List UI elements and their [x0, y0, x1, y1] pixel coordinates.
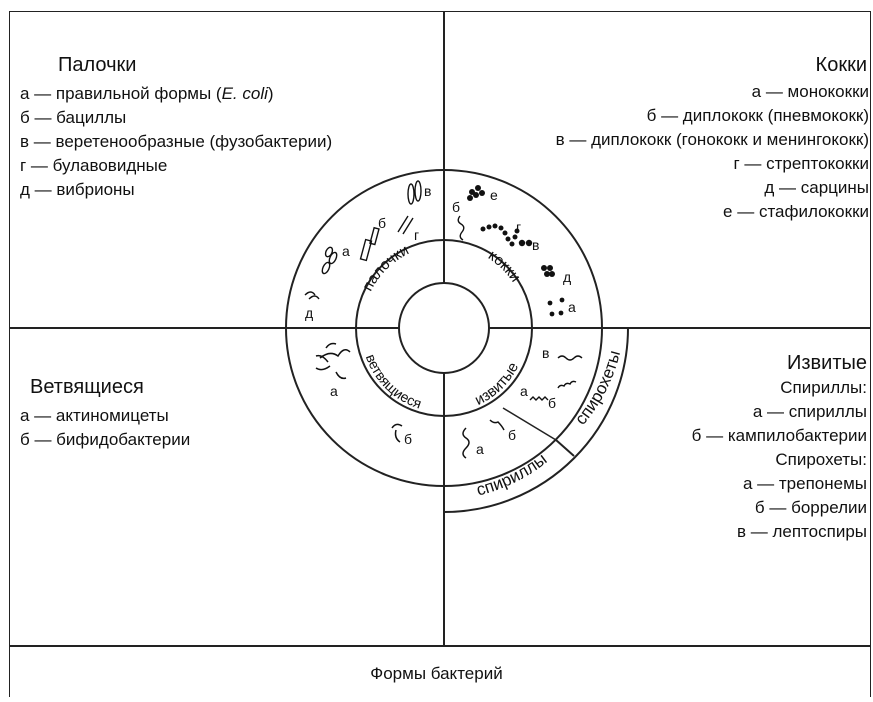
spiral-band-separator	[556, 440, 574, 456]
svg-text:в: в	[542, 345, 549, 361]
wheel-label-convoluted: извитые	[472, 360, 522, 409]
wheel-label-cocci: кокки	[485, 247, 524, 285]
center-circle	[399, 283, 489, 373]
svg-text:б: б	[508, 427, 516, 443]
spirochete-letters: а б в	[520, 345, 556, 411]
svg-text:а: а	[520, 383, 528, 399]
svg-text:а: а	[330, 383, 338, 399]
cocci-diplococcus-drawing	[458, 216, 464, 240]
svg-text:д: д	[305, 305, 313, 321]
svg-text:б: б	[548, 395, 556, 411]
svg-text:б: б	[404, 431, 412, 447]
wheel-label-rods: палочки	[359, 242, 412, 294]
svg-text:г: г	[516, 219, 521, 235]
band-label-spirilla: спириллы	[474, 449, 550, 499]
svg-text:в: в	[532, 237, 539, 253]
spirilla-letters: а б	[476, 427, 516, 457]
svg-text:б: б	[378, 215, 386, 231]
svg-text:г: г	[414, 227, 419, 243]
svg-text:в: в	[424, 183, 431, 199]
svg-text:е: е	[490, 187, 498, 203]
svg-text:а: а	[342, 243, 350, 259]
svg-text:д: д	[563, 269, 571, 285]
spirochete-drawings	[530, 356, 582, 400]
svg-text:а: а	[568, 299, 576, 315]
cocci-drawings	[467, 185, 564, 316]
svg-text:а: а	[476, 441, 484, 457]
svg-text:б: б	[452, 199, 460, 215]
